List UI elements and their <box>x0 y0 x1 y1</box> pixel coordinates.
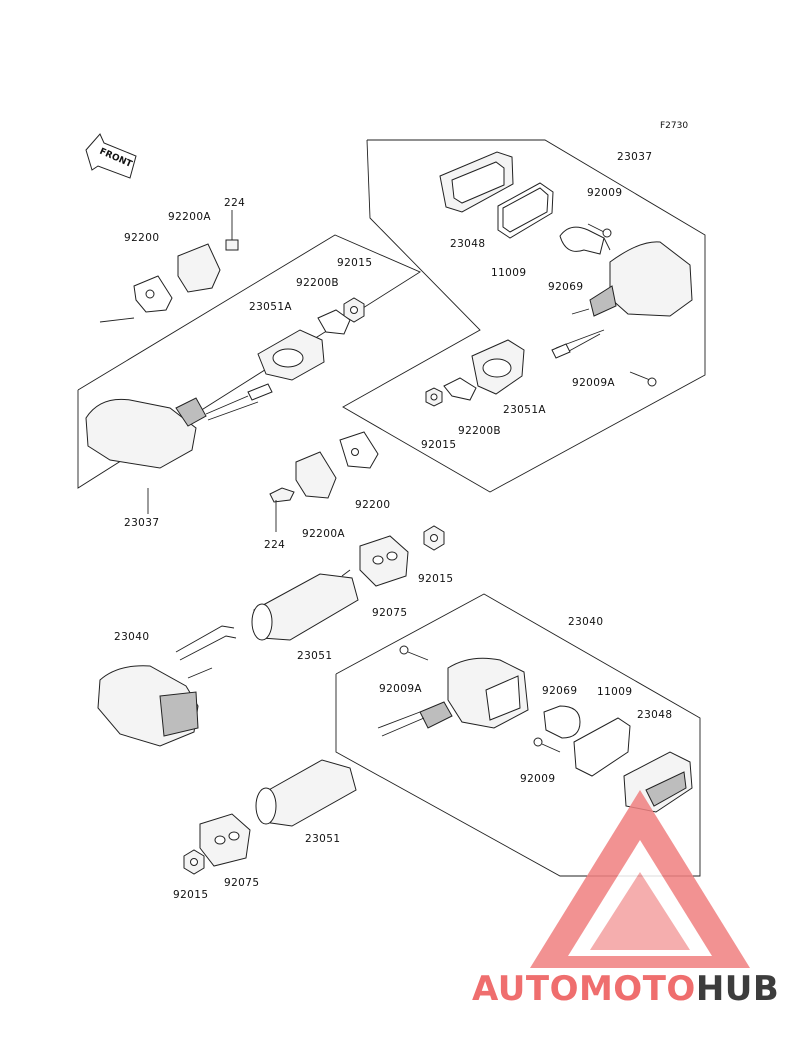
label-23040-right: 23040 <box>568 616 603 628</box>
label-92075-mid: 92075 <box>372 607 407 619</box>
turn-signal-housing-top <box>551 241 693 359</box>
label-23051A-right: 23051A <box>503 404 546 416</box>
label-92015-mid: 92015 <box>418 573 453 585</box>
label-92015-right: 92015 <box>421 439 456 451</box>
label-92200A-mid: 92200A <box>302 528 345 540</box>
label-92015-left: 92015 <box>337 257 372 269</box>
label-23051-mid: 23051 <box>297 650 332 662</box>
label-92200-mid: 92200 <box>355 499 390 511</box>
label-92075-bottom: 92075 <box>224 877 259 889</box>
lens-23048-top <box>439 151 514 213</box>
assembly-frame-right <box>342 139 706 493</box>
label-92069-bottom: 92069 <box>542 685 577 697</box>
turn-signal-housing-bottom <box>377 657 529 737</box>
screw-92009-top <box>587 223 612 238</box>
label-23040-left: 23040 <box>114 631 149 643</box>
watermark-part1: AUTOMOTO <box>472 969 696 1009</box>
watermark-logo <box>530 790 750 968</box>
bolt-224-mid <box>269 487 295 532</box>
label-92200B-right: 92200B <box>458 425 501 437</box>
clip-92200A-top <box>177 243 221 293</box>
gasket-11009-top <box>497 182 554 239</box>
clip-92200A-mid <box>295 451 337 499</box>
label-92200-top: 92200 <box>124 232 159 244</box>
grommet-92075-mid <box>359 535 409 587</box>
turn-signal-housing-23040-left <box>97 625 237 747</box>
watermark-text: AUTOMOTOHUB <box>472 969 779 1009</box>
label-23048-top: 23048 <box>450 238 485 250</box>
watermark-part2: HUB <box>696 969 779 1009</box>
front-arrow-icon: FRONT <box>85 133 137 179</box>
diagram-code: F2730 <box>660 121 688 131</box>
turn-signal-housing-left <box>85 383 273 469</box>
bulb-92069-bottom <box>543 705 581 739</box>
bolt-224-top <box>225 210 239 251</box>
nut-92015-mid <box>423 525 445 551</box>
label-23037-top: 23037 <box>617 151 652 163</box>
screw-92009A-bottom <box>399 645 429 661</box>
label-92009A-top: 92009A <box>572 377 615 389</box>
label-224-top: 224 <box>224 197 245 209</box>
label-23048-bottom: 23048 <box>637 709 672 721</box>
assembly-frame-bottom <box>335 593 701 877</box>
label-92200A-top: 92200A <box>168 211 211 223</box>
nut-92015-left <box>343 297 365 323</box>
grommet-92075-bottom <box>199 813 251 867</box>
label-11009-top: 11009 <box>491 267 526 279</box>
label-92009A-bottom: 92009A <box>379 683 422 695</box>
label-23051A-left: 23051A <box>249 301 292 313</box>
plate-92200-top <box>133 275 173 313</box>
screw-92009-bottom <box>533 737 561 753</box>
label-92015-bottom: 92015 <box>173 889 208 901</box>
plate-92200B-left <box>317 309 351 335</box>
assembly-frame-left <box>77 234 421 489</box>
label-23051-bottom: 23051 <box>305 833 340 845</box>
socket-23051A-left <box>257 329 325 381</box>
bulb-92069-top <box>559 226 611 255</box>
label-92009-bottom: 92009 <box>520 773 555 785</box>
gasket-11009-bottom <box>573 717 631 777</box>
socket-23051A-right <box>471 339 525 395</box>
nut-92015-right <box>425 387 443 407</box>
label-11009-bottom: 11009 <box>597 686 632 698</box>
label-23037-left: 23037 <box>124 517 159 529</box>
plate-92200B-right <box>443 377 477 401</box>
plate-92200-mid <box>339 431 379 469</box>
nut-92015-bottom <box>183 849 205 875</box>
label-92009-top: 92009 <box>587 187 622 199</box>
label-92200B-left: 92200B <box>296 277 339 289</box>
socket-23051-mid <box>251 569 359 641</box>
socket-23051-bottom <box>255 759 357 827</box>
label-224-mid: 224 <box>264 539 285 551</box>
screw-92009A-top <box>629 371 657 387</box>
label-92069-top: 92069 <box>548 281 583 293</box>
